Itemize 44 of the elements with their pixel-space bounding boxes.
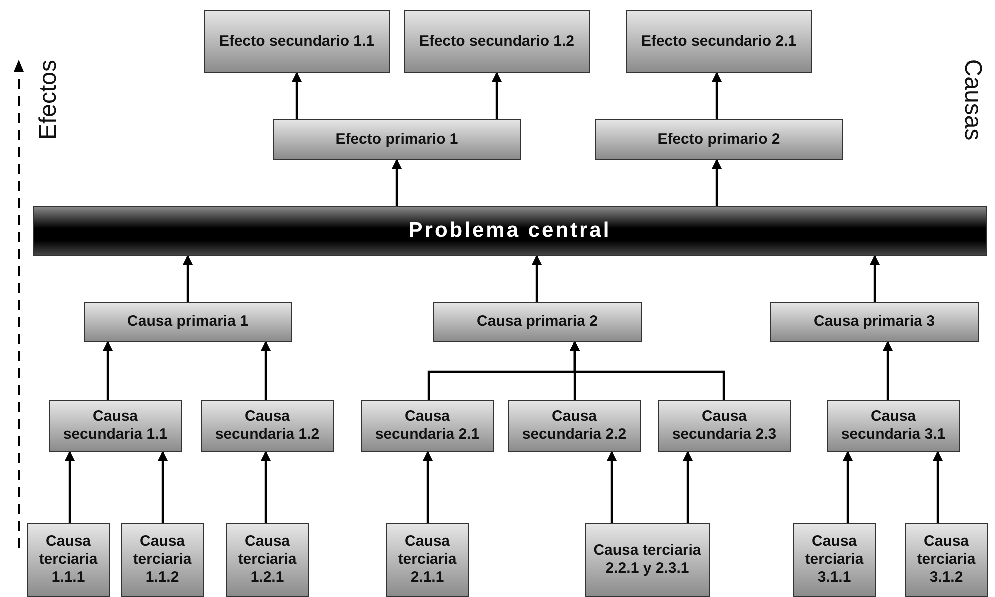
arrow [570,341,726,400]
arrow [183,255,193,302]
arrow [683,451,693,523]
central-problem-bar: Problema central [33,206,987,256]
process-box: Causa primaria 2 [433,302,642,342]
process-box: Efecto primario 1 [273,119,521,160]
process-box: Causa terciaria 3.1.1 [793,523,876,597]
process-box: Causa secundaria 1.1 [49,400,182,452]
process-box: Causa secundaria 1.2 [201,400,334,452]
arrow [607,451,617,523]
arrow [883,341,893,400]
arrow [392,159,402,206]
arrow [712,72,722,119]
process-box: Efecto secundario 2.1 [626,10,812,73]
process-box: Causa terciaria 2.2.1 y 2.3.1 [585,523,710,597]
process-box: Causa secundaria 2.1 [361,400,494,452]
arrow [492,72,502,119]
arrow [261,341,271,400]
arrow [158,451,168,523]
process-box: Causa secundaria 2.2 [508,400,641,452]
arrow [292,72,302,119]
process-box: Causa primaria 1 [84,302,292,342]
process-box: Efecto secundario 1.1 [204,10,390,73]
process-box: Causa secundaria 3.1 [827,400,960,452]
arrow [933,451,943,523]
arrow [532,255,542,302]
axis-label: Efectos [35,60,64,140]
process-box: Causa terciaria 1.1.1 [27,523,110,597]
process-box: Causa primaria 3 [770,302,979,342]
process-box: Causa terciaria 1.1.2 [121,523,204,597]
arrow [65,451,75,523]
arrow [843,451,853,523]
process-box: Efecto primario 2 [595,119,843,160]
arrow [423,451,433,523]
arrow [712,159,722,206]
arrow [103,341,113,400]
process-box: Causa terciaria 1.2.1 [226,523,309,597]
process-box: Causa terciaria 2.1.1 [386,523,469,597]
process-box: Causa secundaria 2.3 [658,400,791,452]
process-box: Efecto secundario 1.2 [404,10,590,73]
arrow [261,451,271,523]
process-box: Causa terciaria 3.1.2 [905,523,988,597]
axis-label: Causas [958,59,986,141]
arrow [870,255,880,302]
